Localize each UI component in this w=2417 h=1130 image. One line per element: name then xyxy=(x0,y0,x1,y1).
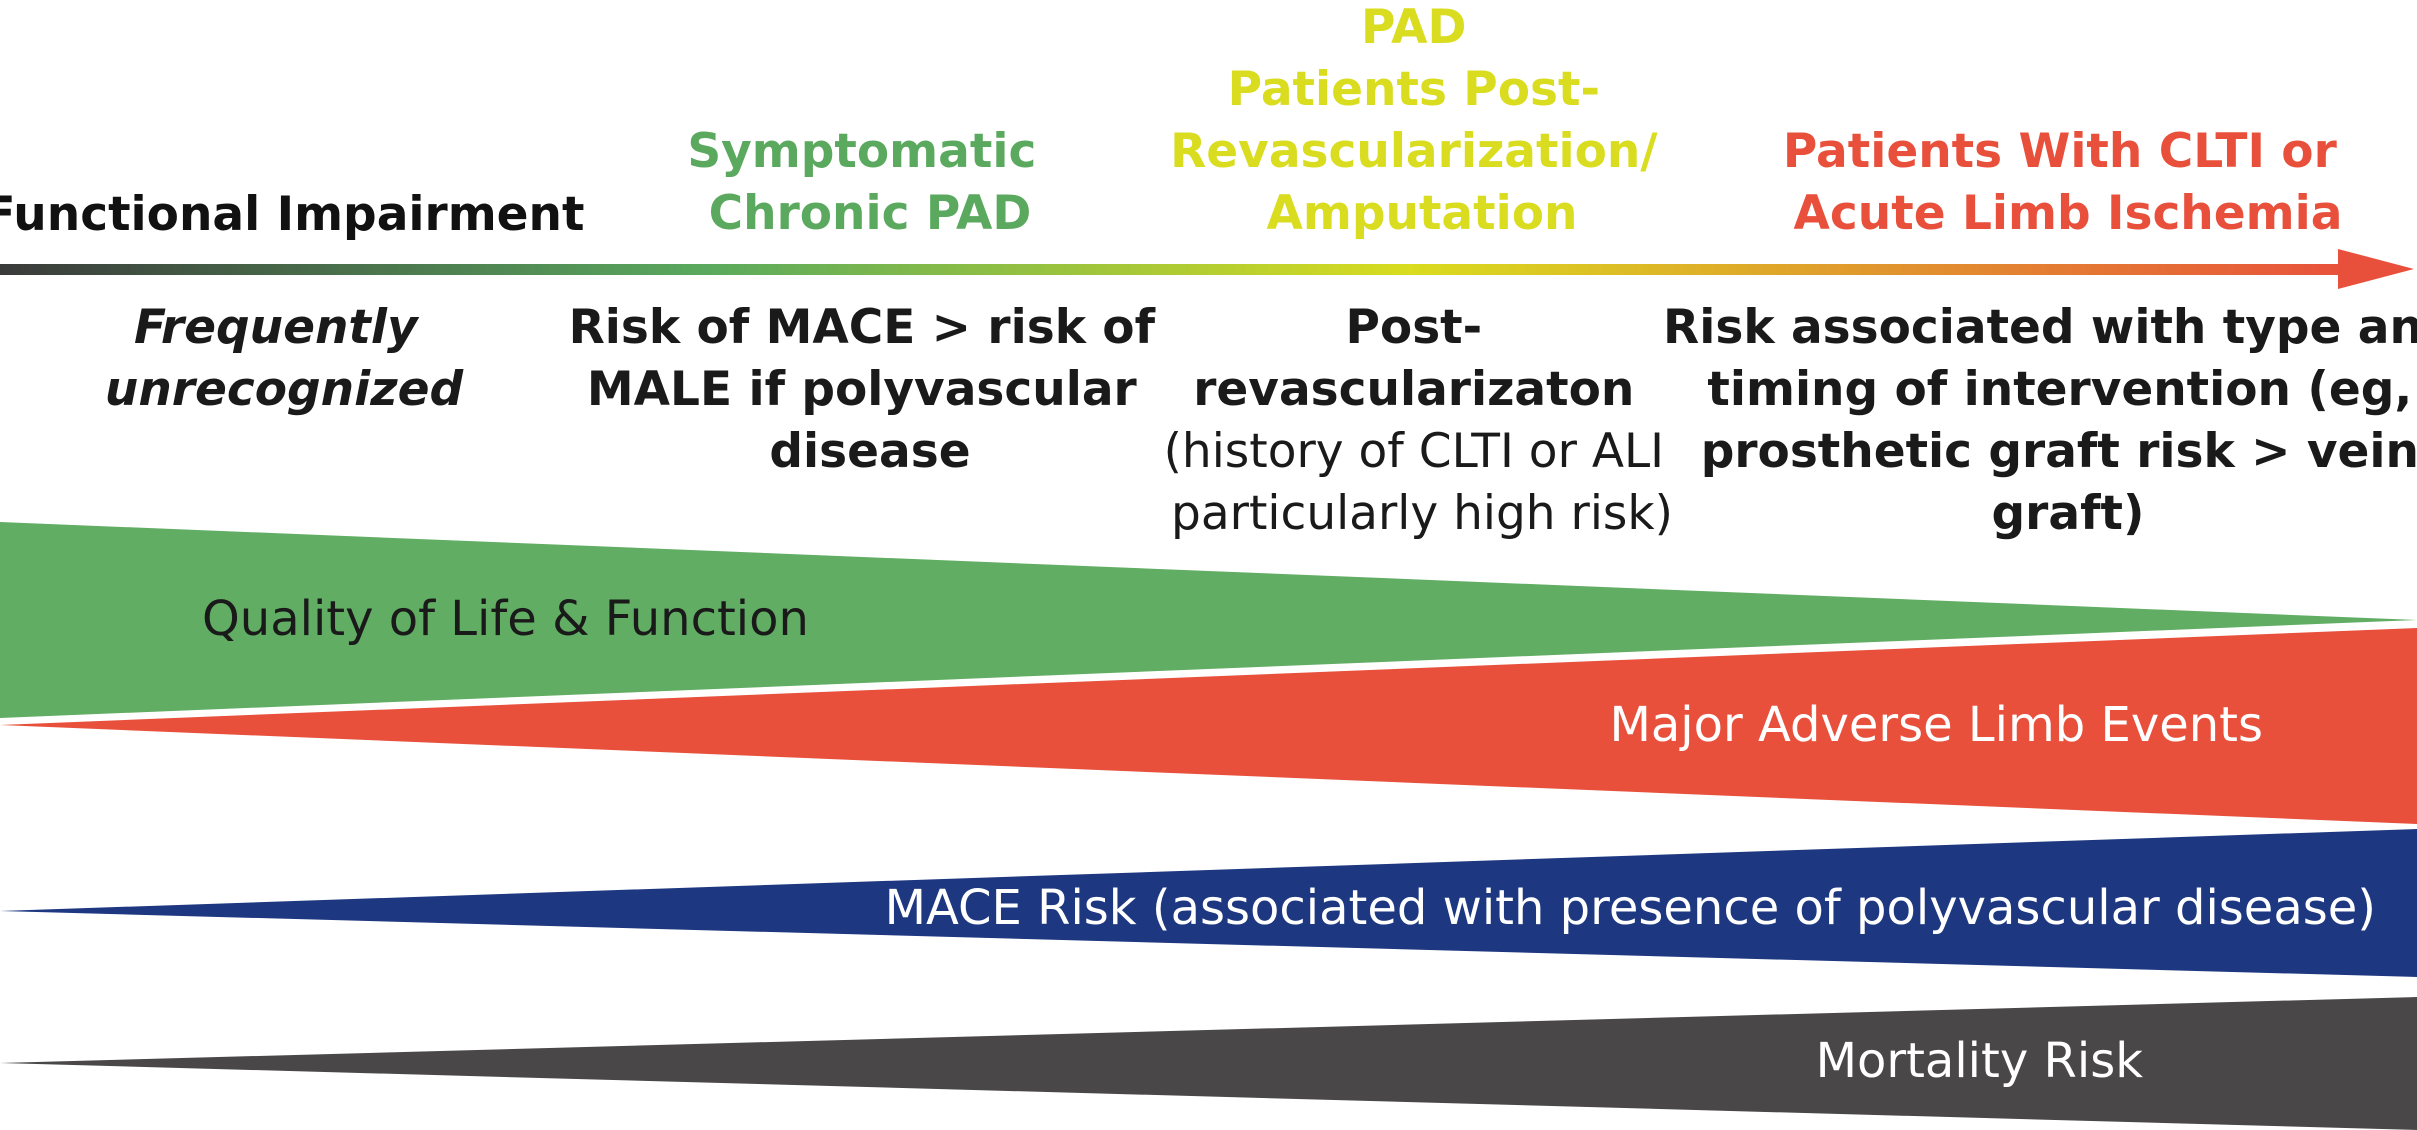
band-quality-of-life-label: Quality of Life & Function xyxy=(202,591,809,647)
stage-description-symptomatic-chronic-pad: Risk of MACE > risk of MALE if polyvascu… xyxy=(569,300,1172,479)
stage-description-post-revascularization: Post- revascularizaton (history of CLTI … xyxy=(1164,300,1681,541)
band-mace-risk-label: MACE Risk (associated with presence of p… xyxy=(885,880,2376,936)
band-mortality-risk: Mortality Risk xyxy=(0,997,2417,1130)
band-mace-risk-wedge xyxy=(0,829,2417,977)
band-mace-risk: MACE Risk (associated with presence of p… xyxy=(0,829,2417,977)
stage-description-functional-impairment: Frequently unrecognized xyxy=(105,300,465,417)
arrow-head-icon xyxy=(2338,249,2414,289)
arrow-shaft xyxy=(0,264,2350,275)
band-major-adverse-limb-events: Major Adverse Limb Events xyxy=(0,628,2417,824)
band-major-adverse-limb-events-label: Major Adverse Limb Events xyxy=(1609,697,2263,753)
band-mortality-risk-wedge xyxy=(0,997,2417,1130)
progression-arrow xyxy=(0,249,2414,289)
stage-title-pad-post-revascularization: PAD Patients Post- Revascularization/ Am… xyxy=(1170,0,1674,241)
stage-title-clti-acute-limb-ischemia: Patients With CLTI or Acute Limb Ischemi… xyxy=(1783,124,2353,241)
band-major-adverse-limb-events-wedge xyxy=(0,628,2417,824)
band-quality-of-life: Quality of Life & Function xyxy=(0,522,2417,718)
band-mortality-risk-label: Mortality Risk xyxy=(1816,1033,2144,1089)
band-quality-of-life-wedge xyxy=(0,522,2417,718)
stage-title-symptomatic-chronic-pad: Symptomatic Chronic PAD xyxy=(687,124,1052,241)
stage-title-functional-impairment: Functional Impairment xyxy=(0,187,584,242)
stage-description-clti-acute-limb-ischemia: Risk associated with type and timing of … xyxy=(1663,300,2417,541)
